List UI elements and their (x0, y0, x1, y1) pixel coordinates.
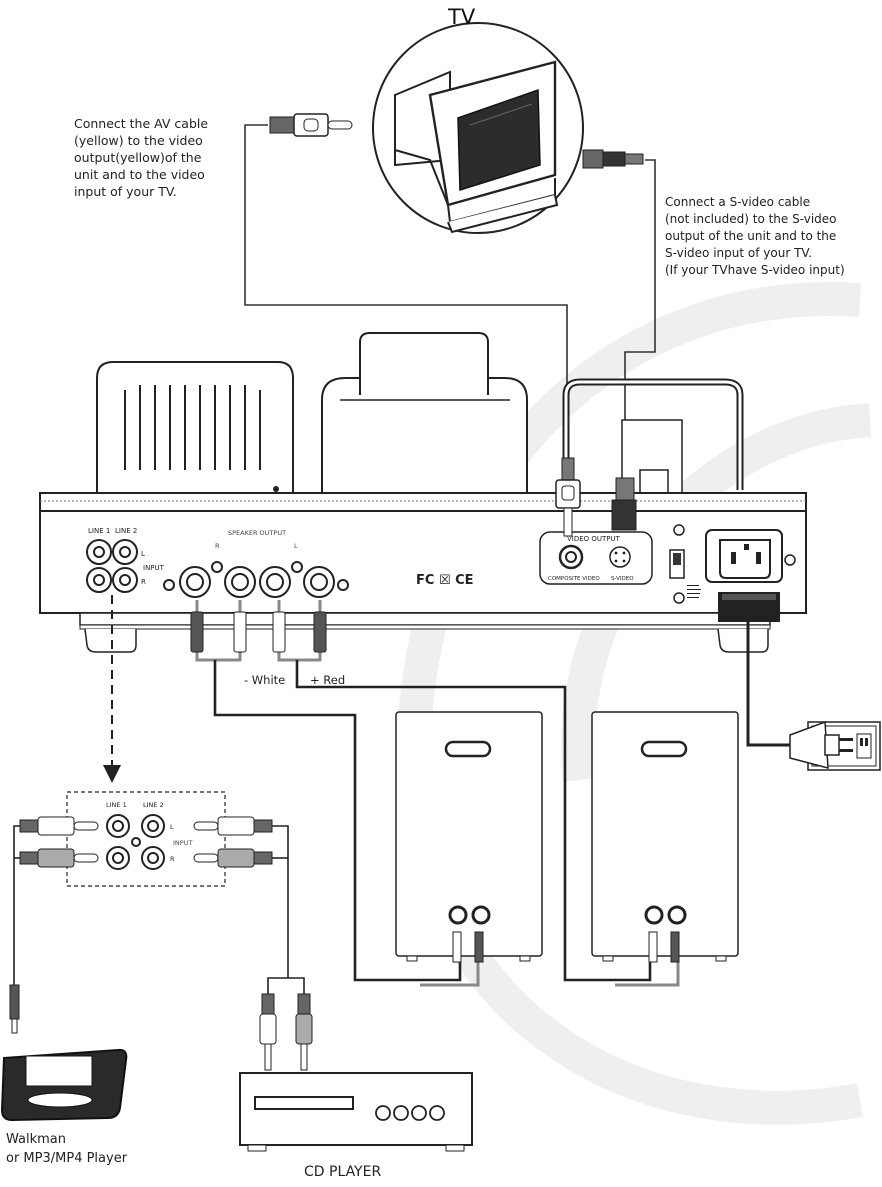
white-wire-label: - White (244, 673, 285, 687)
walkman-label: or MP3/MP4 Player (6, 1151, 128, 1166)
av-plug-top (269, 113, 353, 137)
av-note-line: (yellow) to the video (74, 133, 203, 148)
speaker-plugs (190, 611, 327, 653)
red-wire-label: + Red (310, 673, 345, 687)
detail-l-label: L (170, 823, 174, 831)
line-input-jacks (86, 539, 138, 593)
speaker-right (591, 711, 739, 963)
panel-input-label: INPUT (143, 564, 165, 572)
walkman-label: Walkman (6, 1132, 66, 1147)
av-note-line: Connect the AV cable (74, 116, 208, 131)
speaker-output-label: SPEAKER OUTPUT (228, 529, 286, 537)
av-note-line: output(yellow)of the (74, 150, 202, 165)
speaker-r-label: R (215, 542, 220, 550)
svideo-note-line: (not included) to the S-video (665, 212, 837, 226)
svideo-note-line: Connect a S-video cable (665, 195, 810, 209)
cd-cable (267, 825, 305, 996)
speaker-l-label: L (294, 542, 298, 550)
video-output-label: VIDEO OUTPUT (567, 535, 621, 543)
panel-line2-label: LINE 2 (115, 527, 137, 535)
speaker-left (395, 711, 543, 963)
tv-illustration (372, 22, 584, 234)
input-detail-box (66, 791, 226, 887)
detail-line2-label: LINE 2 (143, 801, 164, 809)
composite-video-label: COMPOSITE VIDEO (548, 576, 600, 582)
s-video-label: S-VIDEO (611, 576, 634, 582)
svideo-note-line: output of the unit and to the (665, 229, 836, 243)
detail-input-label: INPUT (173, 839, 192, 847)
speaker-terminals (163, 561, 349, 598)
svideo-note-line: (If your TVhave S-video input) (665, 263, 845, 277)
panel-r-label: R (141, 578, 146, 586)
certification-marks: FC ☒ CE (416, 573, 474, 588)
av-plug-amp (555, 457, 581, 537)
svideo-note-line: S-video input of your TV. (665, 246, 812, 260)
panel-line1-label: LINE 1 (88, 527, 110, 535)
svideo-cable (624, 159, 656, 480)
walkman-cable (13, 825, 20, 985)
walkman-plugs (9, 816, 99, 1034)
panel-l-label: L (141, 550, 145, 558)
svideo-plug-amp (611, 477, 637, 531)
cd-player-device (239, 1072, 473, 1152)
detail-line1-label: LINE 1 (106, 801, 127, 809)
wall-outlet (789, 720, 881, 771)
walkman-device (0, 1048, 128, 1122)
detail-r-label: R (170, 855, 175, 863)
cd-plugs (193, 816, 313, 1071)
tv-title: TV (447, 5, 476, 29)
power-cable (746, 622, 790, 747)
cd-player-label: CD PLAYER (304, 1164, 381, 1180)
amplifier (39, 332, 807, 653)
detail-arrow (103, 595, 121, 783)
svideo-plug-top (582, 149, 644, 169)
av-cable (244, 124, 568, 460)
rating-text (687, 585, 701, 598)
av-note-line: input of your TV. (74, 184, 177, 199)
av-note-line: unit and to the video (74, 167, 205, 182)
